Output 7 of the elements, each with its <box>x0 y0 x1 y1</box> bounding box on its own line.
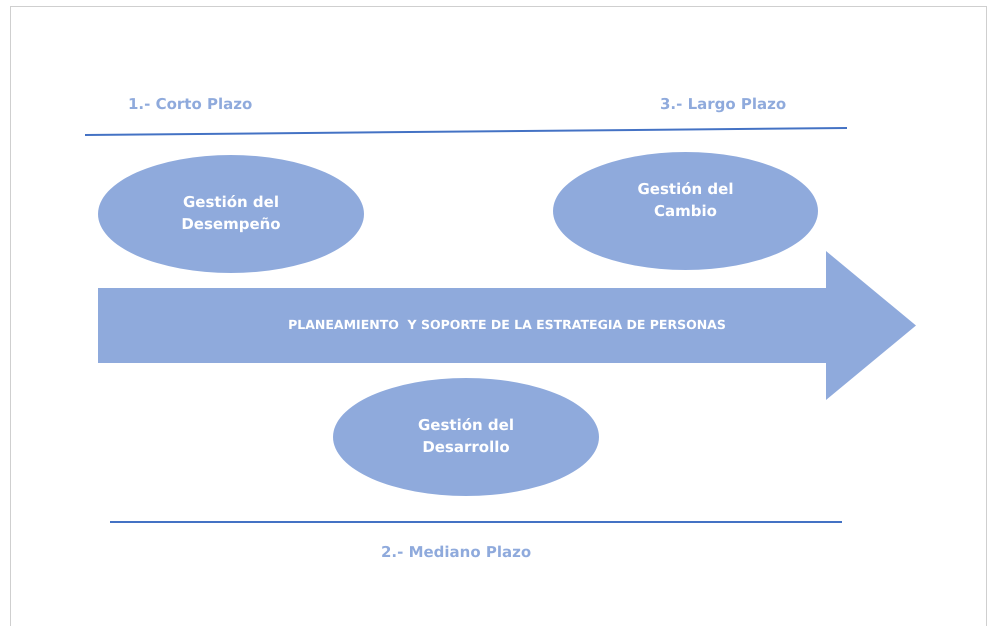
node-label: PLANEAMIENTO Y SOPORTE DE LA ESTRATEGIA DE PERSONAS <box>288 316 726 334</box>
node-label: Gestión del Desarrollo <box>417 415 515 458</box>
node-label: Gestión del Desempeño <box>180 192 282 235</box>
time-horizon-label: 3.- Largo Plazo <box>660 95 786 113</box>
time-horizon-label: 2.- Mediano Plazo <box>381 543 532 561</box>
time-horizon-label: 1.- Corto Plazo <box>128 95 252 113</box>
node-label: Gestión del Cambio <box>636 179 734 222</box>
